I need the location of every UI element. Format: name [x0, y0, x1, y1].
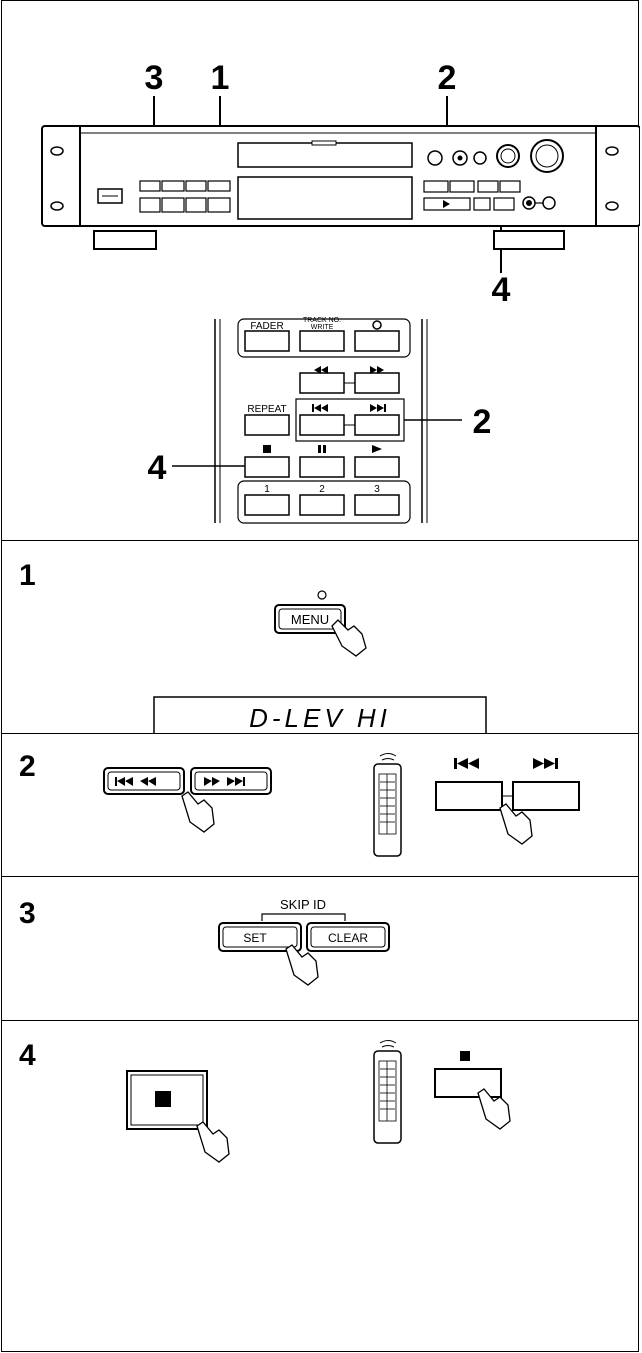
set-label: SET [243, 931, 267, 945]
display-readout: D-LEV HI [249, 703, 391, 733]
repeat-label: REPEAT [247, 404, 286, 415]
digit-3-label: 3 [374, 484, 380, 495]
remote-next-button [512, 781, 580, 811]
pressing-hand-icon [181, 791, 215, 833]
step-number: 4 [19, 1039, 36, 1072]
remote-stop-icon [460, 1051, 470, 1061]
pressing-hand-icon [196, 1121, 230, 1163]
step-2-panel: 2 [1, 733, 639, 877]
display-window [153, 696, 487, 735]
remote-stop-button [434, 1068, 502, 1098]
menu-label: MENU [291, 612, 329, 627]
callout-3: 3 [145, 59, 164, 97]
pressing-hand-icon [499, 803, 533, 845]
set-button [218, 922, 302, 952]
step-number: 3 [19, 897, 36, 930]
callout-4: 4 [492, 271, 511, 309]
menu-button [274, 604, 346, 634]
clear-label: CLEAR [328, 931, 368, 945]
pressing-hand-icon [285, 944, 319, 986]
step-4-illustration [126, 1040, 511, 1163]
cd-recorder-front-panel [41, 125, 641, 250]
step-number: 1 [19, 559, 36, 592]
skip-id-label: SKIP ID [280, 897, 326, 912]
remote-control-closeup: FADER TRACK NO. WRITE REPEAT [172, 317, 462, 524]
step-1-illustration: MENU D-LEV HI [153, 590, 487, 735]
fader-label: FADER [250, 321, 283, 332]
remote-callout-2: 2 [473, 403, 492, 441]
step-4-panel: 4 [1, 1020, 639, 1352]
step-3-illustration: SKIP ID SET CLEAR [218, 897, 390, 986]
step-2-illustration [103, 753, 580, 857]
remote-prev-button [435, 781, 503, 811]
remote-icon [373, 763, 402, 857]
digit-1-label: 1 [264, 484, 270, 495]
step-number: 2 [19, 750, 36, 783]
step-3-panel: 3 SKIP ID SET CLEAR [1, 876, 639, 1021]
step-1-panel: 1 MENU D-LEV HI [1, 540, 639, 735]
digit-2-label: 2 [319, 484, 325, 495]
pressing-hand-icon [477, 1088, 511, 1130]
callout-1: 1 [211, 59, 230, 97]
stop-icon [155, 1091, 171, 1107]
remote-icon [373, 1050, 402, 1144]
remote-callout-4: 4 [148, 449, 167, 487]
track-no-label: TRACK NO. [303, 317, 341, 324]
pressing-hand-icon [331, 619, 367, 657]
callout-2: 2 [438, 59, 457, 97]
overview-panel: 3 1 2 4 [1, 0, 641, 541]
deck-and-remote-illustration: 3 1 2 4 [41, 59, 641, 524]
write-label: WRITE [311, 324, 334, 331]
clear-button [306, 922, 390, 952]
